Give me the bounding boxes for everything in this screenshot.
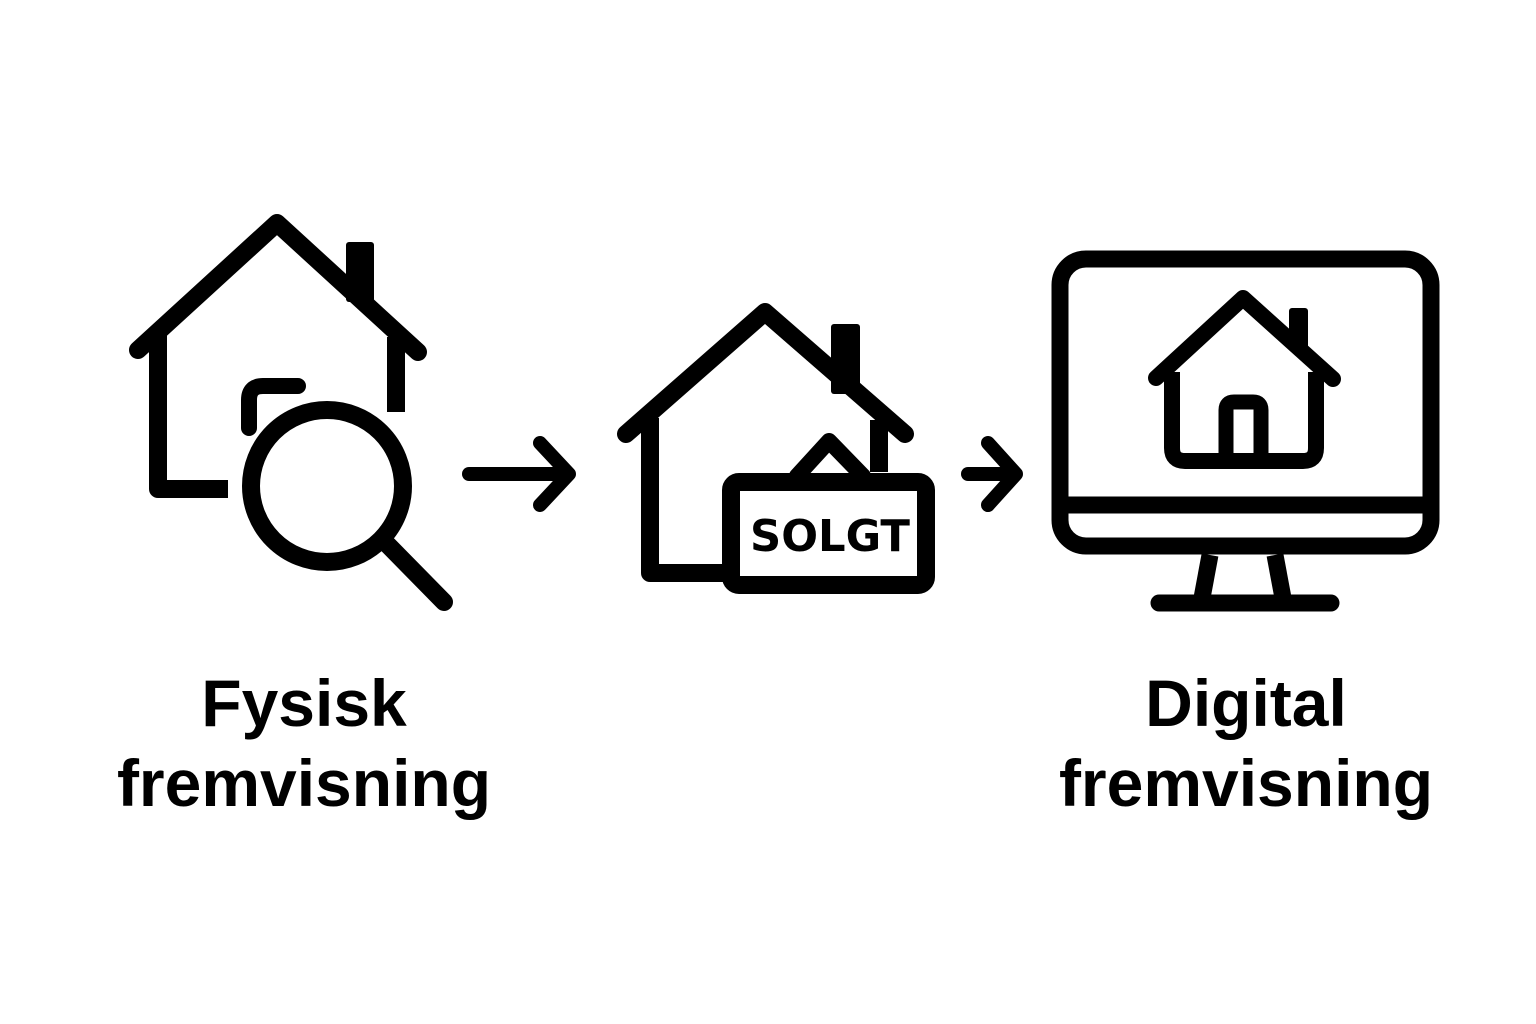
monitor-with-house-icon [1051,250,1440,612]
magnifier-handle-shape [379,536,453,611]
step-label-physical-viewing: Fysisk fremvisning [54,663,554,823]
chimney-shape [831,324,860,394]
monitor-stand-right [1266,553,1292,600]
roof-shape [129,214,427,361]
label-line: fremvisning [116,746,492,820]
sold-sign-text: SOLGT [750,511,910,562]
monitor-stand-left [1193,553,1219,600]
arrow-right-icon [961,436,1023,512]
roof-shape [617,303,914,443]
house-with-sold-sign-icon [617,303,935,594]
label-line: fremvisning [1058,746,1434,820]
screen-house-chimney [1289,308,1308,350]
screen-house-door [1218,394,1269,455]
chimney-shape [346,242,374,302]
monitor-frame-shape [1051,250,1440,555]
magnifier-lens-shape [242,401,412,571]
sold-sign-board [722,473,935,594]
arrow-right-icon [462,436,576,512]
step-label-digital-viewing: Digital fremvisning [996,663,1496,823]
house-wall-shape [149,335,228,498]
label-line: Fysisk [201,666,407,740]
house-wall-shape [641,418,730,582]
screen-house-roof [1148,290,1341,387]
house-with-magnifier-icon [129,214,453,611]
label-line: Digital [1145,666,1347,740]
screen-house-body [1164,372,1324,469]
door-fragment-shape [241,378,306,436]
sign-hanger-shape [789,433,871,484]
